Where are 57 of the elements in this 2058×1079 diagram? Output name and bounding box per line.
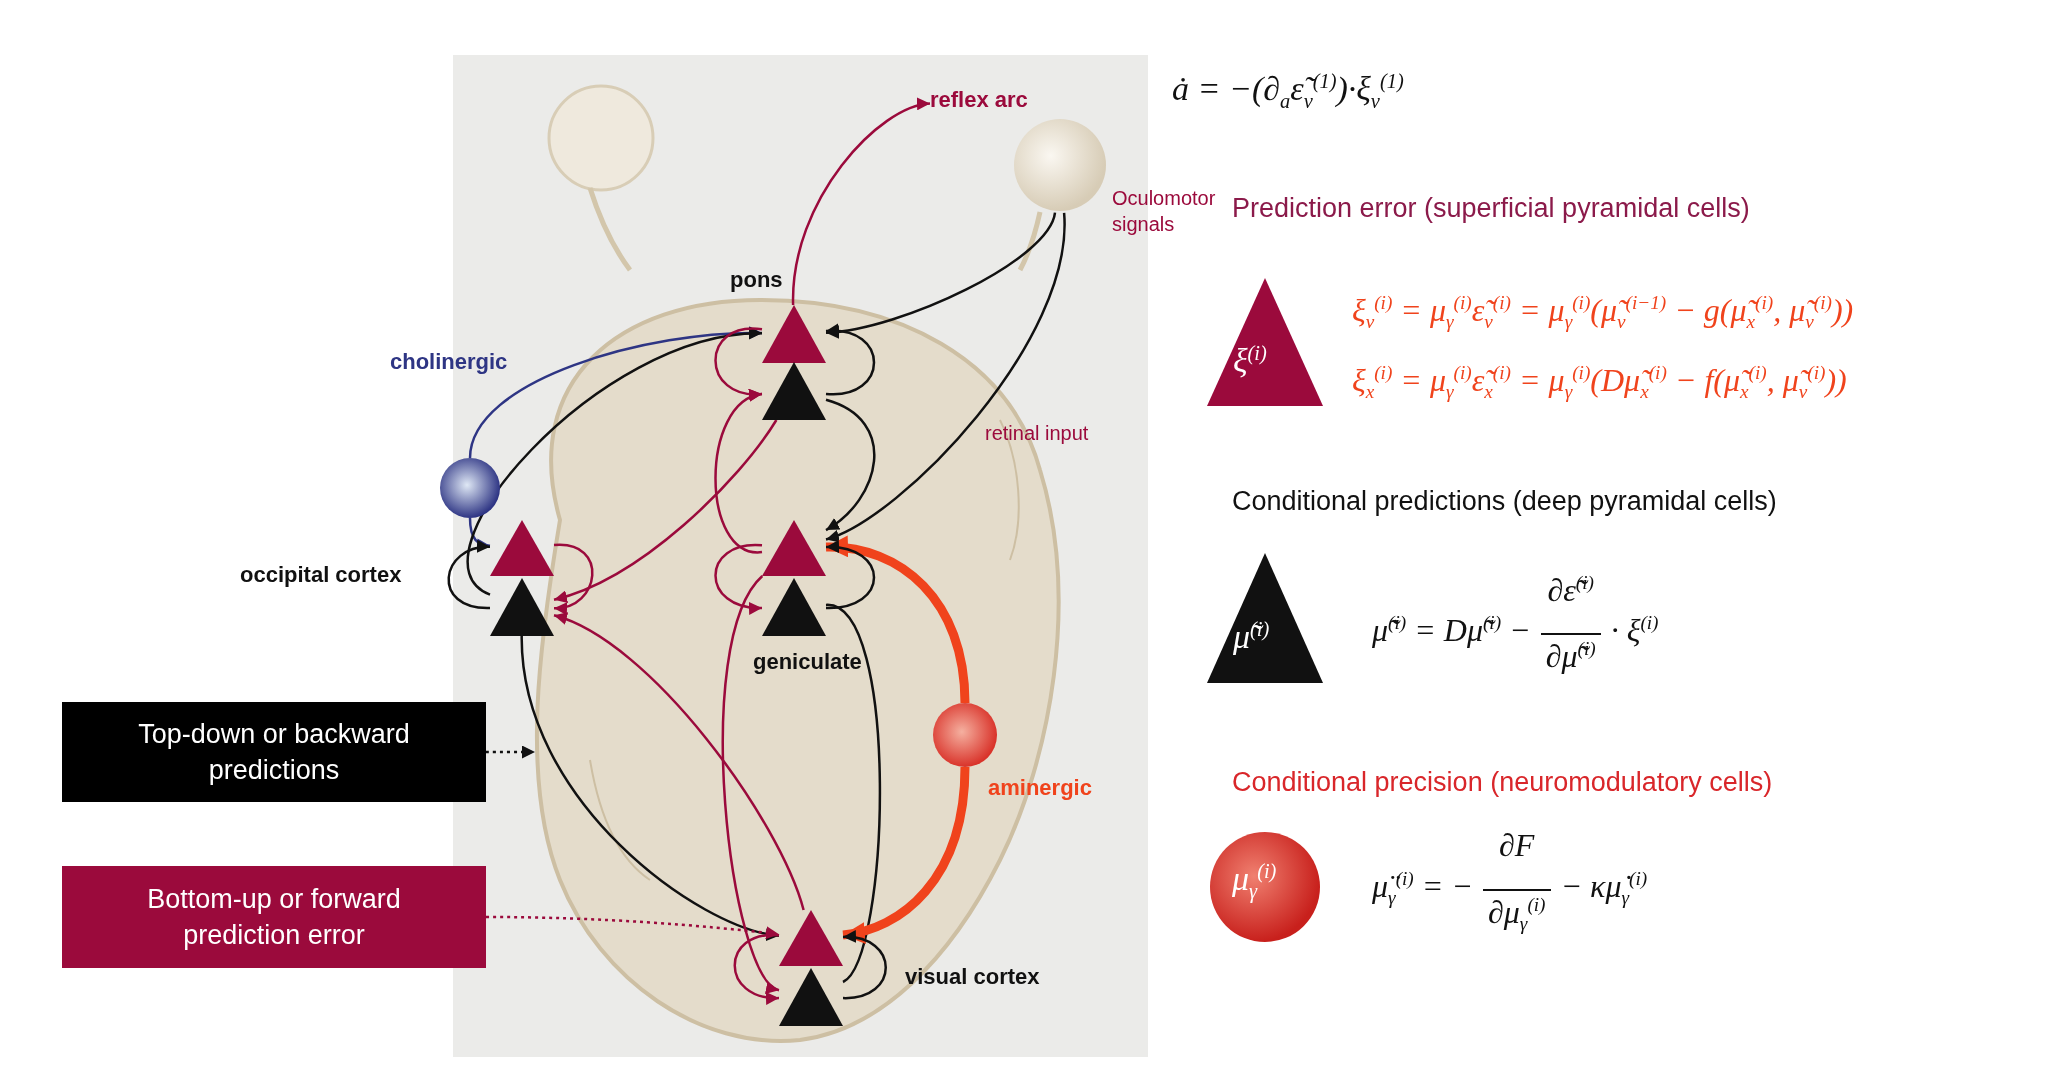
triangle-symbol — [762, 362, 826, 420]
edge-label: retinal input — [985, 421, 1090, 446]
section-heading: Prediction error (superficial pyramidal cells) — [1232, 194, 1750, 224]
math-symbol: ξ$^{(i)}$ — [1233, 342, 1267, 380]
arrow — [825, 398, 876, 532]
region-label: cholinergic — [390, 350, 508, 375]
arrow — [825, 536, 970, 704]
circle-symbol — [1210, 832, 1320, 942]
arrow — [447, 541, 491, 610]
triangle-symbol — [1207, 278, 1323, 406]
legend-box: Top-down or backward predictions — [62, 702, 486, 802]
arrow — [825, 541, 875, 610]
region-label: geniculate — [753, 650, 862, 675]
arrow — [520, 635, 780, 940]
leader-arrow — [486, 915, 780, 940]
triangle-symbol — [762, 520, 826, 576]
equation: ∂ε̃$^{(i)}$ — [1547, 572, 1594, 608]
target-label: reflex arc — [930, 88, 1030, 116]
equation: μ̈$_{γ}$$^{(i)}$ = − — [1372, 868, 1473, 909]
region-label: pons — [730, 268, 783, 293]
arrow — [553, 613, 805, 911]
equation: ∂F — [1499, 828, 1535, 864]
region-label: visual cortex — [905, 965, 1040, 990]
arrow — [714, 327, 763, 401]
arrow — [466, 328, 763, 596]
equation: ξ$_{v}$$^{(i)}$ = μ$_{γ}$$^{(i)}$ε̃$_{v}$$^{(i)}$ = μ$_{γ}$$^{(i)}$(μ̃$_{v}$$^{(i−1)}$ − g(μ̃$_{x}$$^{(i)}$, μ̃$_{v}$$^{(i)}$)) — [1352, 292, 1854, 333]
arrow — [553, 543, 594, 614]
arrow — [791, 99, 931, 306]
arrow — [842, 931, 887, 1000]
legend-box: Bottom-up or forward prediction error — [62, 866, 486, 968]
leader-arrow — [486, 745, 535, 759]
triangle-symbol — [1207, 553, 1323, 683]
equation: μ̃̇$^{(i)}$ = Dμ̃$^{(i)}$ − — [1372, 612, 1531, 648]
region-label: aminergic — [988, 776, 1092, 801]
arrow — [714, 544, 763, 614]
equation: ξ$_{x}$$^{(i)}$ = μ$_{γ}$$^{(i)}$ε̃$_{x}$$^{(i)}$ = μ$_{γ}$$^{(i)}$(Dμ̃$_{x}$$^{(i)}$ − f(μ̃$_{x}$$^{(i)}$, μ̃$_{v}$$^{(i)}$)) — [1352, 362, 1847, 403]
eyeball-drawing — [1012, 117, 1108, 213]
edge-label: Oculomotor signals — [1112, 186, 1217, 237]
triangle-symbol — [779, 910, 843, 966]
triangle-symbol — [490, 578, 554, 636]
arrow — [721, 575, 780, 992]
region-label: occipital cortex — [240, 563, 402, 588]
triangle-symbol — [762, 305, 826, 363]
triangle-symbol — [779, 968, 843, 1026]
arrow — [842, 766, 970, 943]
section-heading: Conditional predictions (deep pyramidal cells) — [1232, 487, 1777, 517]
arrow — [826, 324, 876, 396]
equation: ∂μ̃$^{(i)}$ — [1545, 638, 1596, 674]
arrow — [825, 212, 1066, 541]
arrow — [553, 419, 778, 603]
math-symbol: μ̃$^{(i)}$ — [1233, 618, 1270, 656]
equation: · ξ$^{(i)}$ — [1610, 612, 1659, 648]
section-heading: Conditional precision (neuromodulatory cells) — [1232, 768, 1773, 798]
arrow — [825, 212, 1057, 338]
triangle-symbol — [490, 520, 554, 576]
triangle-symbol — [762, 578, 826, 636]
arrow — [733, 933, 780, 1004]
